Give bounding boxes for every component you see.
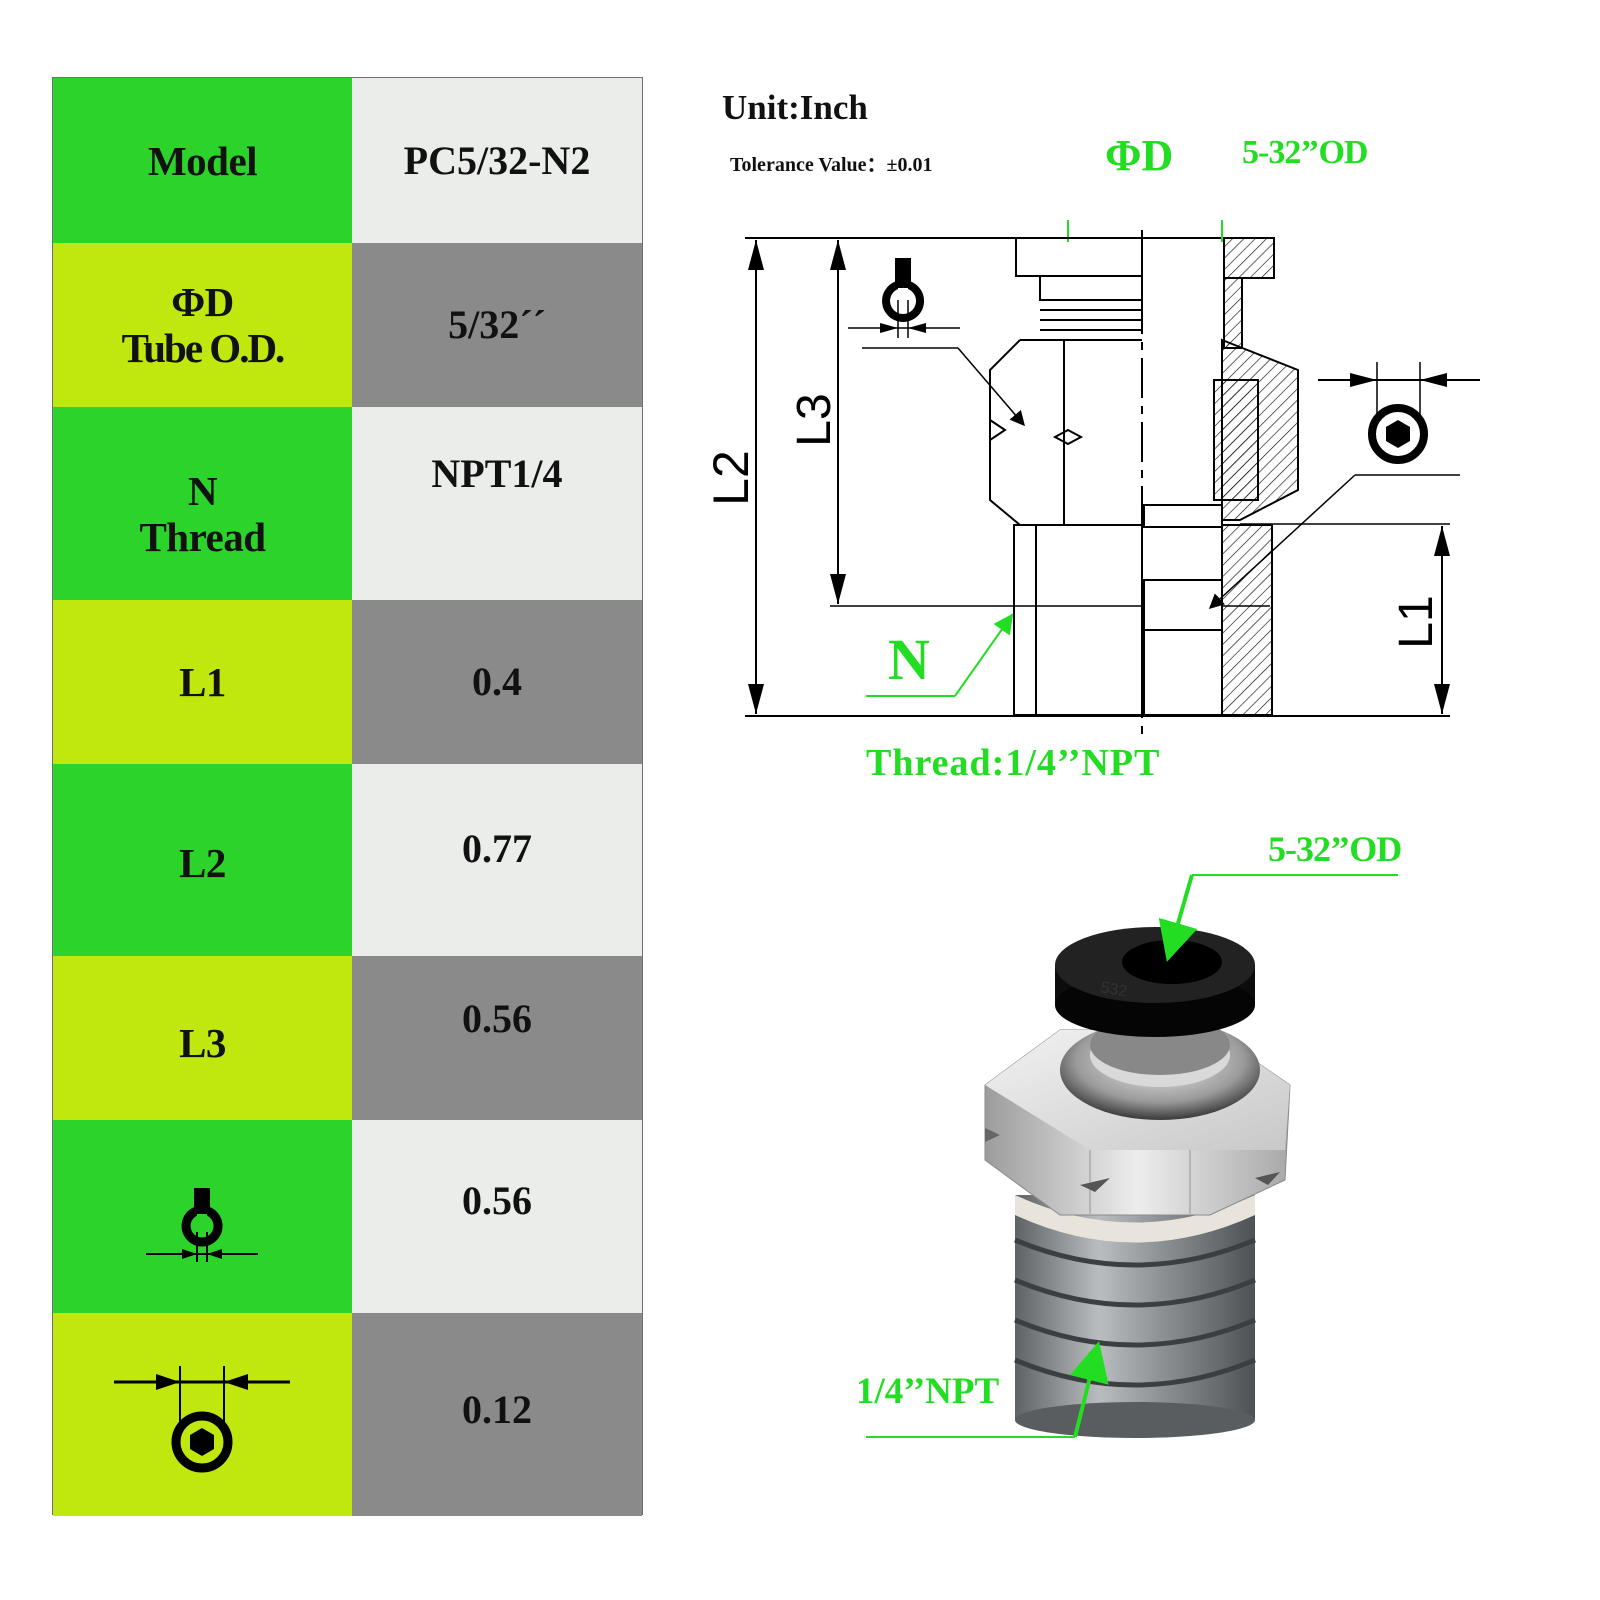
label-hex-socket <box>53 1313 352 1516</box>
label-model: Model <box>53 78 352 243</box>
dim-l2-text: L2 <box>703 450 759 506</box>
table-row-hex-socket: 0.12 <box>53 1313 642 1516</box>
product-photo: 532 <box>866 874 1398 1438</box>
dim-l1-text: L1 <box>1390 595 1443 648</box>
tolerance-label: Tolerance Value：±0.01 <box>730 154 933 176</box>
label-thread: N Thread <box>53 407 352 600</box>
table-row-thread: N Thread NPT1/4 <box>53 407 642 600</box>
value-thread: NPT1/4 <box>351 407 642 600</box>
spec-table: Model PC5/32-N2 ΦD Tube O.D. 5/32´´ N Th… <box>52 77 643 1516</box>
thread-body <box>1014 1195 1256 1438</box>
value-tube-od: 5/32´´ <box>351 243 642 407</box>
label-tube-od: ΦD Tube O.D. <box>53 243 352 407</box>
release-ring: 532 <box>1055 927 1255 1037</box>
thread-callout-label: Thread:1/4’’NPT <box>866 742 1161 784</box>
value-l2: 0.77 <box>351 764 642 956</box>
label-l2: L2 <box>53 764 352 956</box>
table-row-l3: L3 0.56 <box>53 956 642 1120</box>
photo-tube-od-label: 5-32’’OD <box>1268 829 1402 869</box>
table-row-tube-od: ΦD Tube O.D. 5/32´´ <box>53 243 642 407</box>
label-l3: L3 <box>53 956 352 1120</box>
value-l3: 0.56 <box>351 956 642 1120</box>
value-wrench-width: 0.56 <box>351 1120 642 1313</box>
phi-d-label: ΦD <box>1105 131 1174 180</box>
table-row-l1: L1 0.4 <box>53 600 642 764</box>
dim-l3-text: L3 <box>788 393 841 446</box>
wrench-width-icon <box>146 1187 259 1262</box>
value-model: PC5/32-N2 <box>351 78 642 243</box>
n-callout-label: N <box>888 627 930 692</box>
photo-thread-label: 1/4’’NPT <box>856 1371 1000 1412</box>
unit-label: Unit:Inch <box>722 88 868 127</box>
label-wrench-width <box>53 1120 352 1313</box>
table-row-model: Model PC5/32-N2 <box>53 78 642 243</box>
value-l1: 0.4 <box>351 600 642 764</box>
technical-drawing: L2 L3 L1 <box>703 220 1480 740</box>
table-row-wrench-width: 0.56 <box>53 1120 642 1313</box>
ring-marking: 532 <box>1099 979 1128 1000</box>
table-row-l2: L2 0.77 <box>53 764 642 956</box>
drawing-tube-od-label: 5-32’’OD <box>1242 134 1368 171</box>
label-l1: L1 <box>53 600 352 764</box>
value-hex-socket: 0.12 <box>351 1313 642 1516</box>
hex-socket-icon <box>114 1365 291 1472</box>
